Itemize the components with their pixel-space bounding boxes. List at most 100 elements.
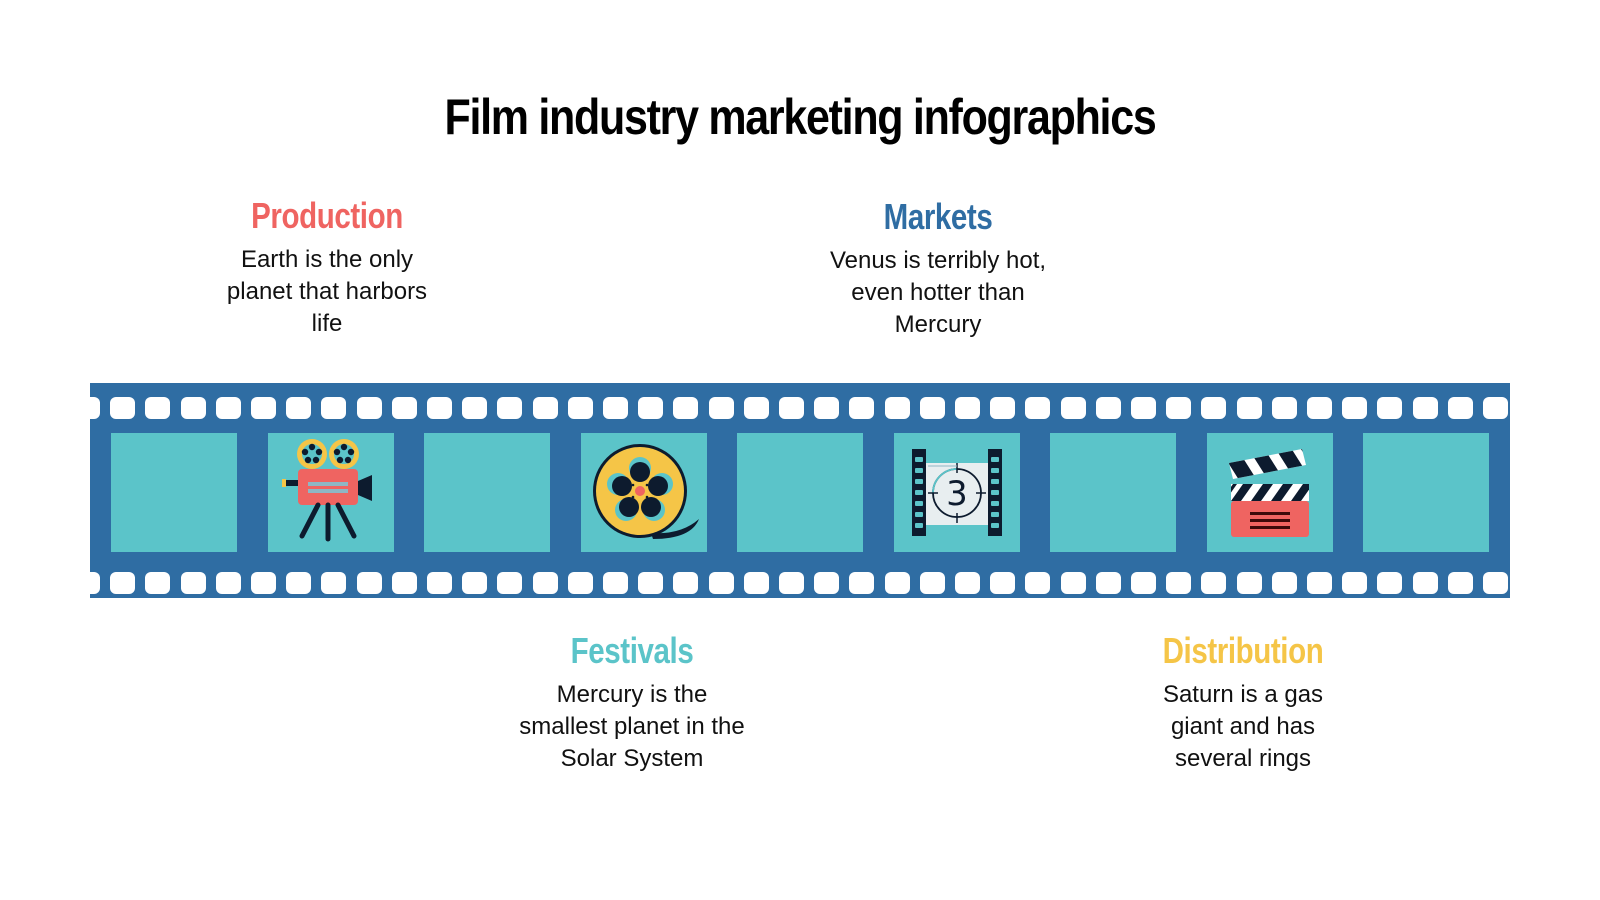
sprocket-hole bbox=[849, 397, 875, 419]
sprocket-hole bbox=[567, 572, 593, 594]
sprocket-hole bbox=[462, 397, 488, 419]
sprocket-hole bbox=[1025, 572, 1051, 594]
sprocket-hole bbox=[1412, 572, 1438, 594]
sprocket-hole bbox=[1271, 397, 1297, 419]
sprocket-hole bbox=[673, 397, 699, 419]
sprocket-hole bbox=[1131, 572, 1156, 594]
distribution-block: Distribution Saturn is a gas giant and h… bbox=[1093, 631, 1393, 775]
film-frame-7 bbox=[1050, 433, 1176, 552]
sprocket-hole bbox=[743, 572, 769, 594]
sprocket-hole bbox=[180, 397, 206, 419]
production-block: Production Earth is the only planet that… bbox=[177, 196, 477, 340]
page-title: Film industry marketing infographics bbox=[444, 89, 1157, 145]
sprocket-hole bbox=[1236, 572, 1262, 594]
sprocket-hole bbox=[110, 397, 136, 419]
film-strip: 3 bbox=[90, 383, 1510, 598]
sprocket-hole bbox=[1201, 397, 1227, 419]
sprocket-hole bbox=[673, 572, 699, 594]
film-sprocket-holes-bottom bbox=[90, 572, 1510, 594]
countdown-number: 3 bbox=[946, 474, 968, 514]
sprocket-hole bbox=[884, 572, 910, 594]
sprocket-hole bbox=[814, 572, 840, 594]
sprocket-hole bbox=[1095, 572, 1121, 594]
sprocket-hole bbox=[955, 572, 980, 594]
sprocket-hole bbox=[321, 572, 347, 594]
sprocket-hole bbox=[215, 397, 241, 419]
festivals-block: Festivals Mercury is the smallest planet… bbox=[482, 631, 782, 775]
film-frame-2 bbox=[268, 433, 394, 552]
film-sprocket-holes-top bbox=[90, 397, 1510, 419]
sprocket-hole bbox=[708, 572, 734, 594]
sprocket-hole bbox=[1483, 397, 1508, 419]
sprocket-hole bbox=[884, 397, 910, 419]
sprocket-hole bbox=[1201, 572, 1227, 594]
sprocket-hole bbox=[1060, 572, 1086, 594]
sprocket-hole bbox=[779, 572, 804, 594]
sprocket-hole bbox=[1131, 397, 1156, 419]
sprocket-hole bbox=[743, 397, 769, 419]
film-frame-9 bbox=[1363, 433, 1489, 552]
sprocket-hole bbox=[1483, 572, 1508, 594]
sprocket-hole bbox=[532, 572, 558, 594]
sprocket-hole bbox=[1307, 572, 1332, 594]
sprocket-hole bbox=[215, 572, 241, 594]
sprocket-hole bbox=[603, 572, 628, 594]
sprocket-hole bbox=[990, 572, 1016, 594]
sprocket-hole bbox=[356, 397, 382, 419]
sprocket-hole bbox=[955, 397, 980, 419]
film-frame-5 bbox=[737, 433, 863, 552]
sprocket-hole bbox=[1271, 572, 1297, 594]
film-frame-8 bbox=[1207, 433, 1333, 552]
sprocket-hole bbox=[145, 572, 171, 594]
sprocket-hole bbox=[90, 397, 100, 419]
sprocket-hole bbox=[286, 572, 312, 594]
sprocket-hole bbox=[1060, 397, 1086, 419]
distribution-heading: Distribution bbox=[1162, 630, 1324, 671]
festivals-heading: Festivals bbox=[570, 630, 694, 671]
production-heading: Production bbox=[251, 195, 403, 236]
sprocket-hole bbox=[497, 397, 523, 419]
sprocket-hole bbox=[1166, 397, 1192, 419]
sprocket-hole bbox=[919, 572, 945, 594]
sprocket-hole bbox=[779, 397, 804, 419]
sprocket-hole bbox=[251, 397, 276, 419]
sprocket-hole bbox=[638, 572, 664, 594]
sprocket-hole bbox=[145, 397, 171, 419]
sprocket-hole bbox=[391, 572, 417, 594]
sprocket-hole bbox=[90, 572, 100, 594]
sprocket-hole bbox=[1377, 572, 1403, 594]
sprocket-hole bbox=[567, 397, 593, 419]
sprocket-hole bbox=[708, 397, 734, 419]
film-frame-3 bbox=[424, 433, 550, 552]
distribution-description: Saturn is a gas giant and has several ri… bbox=[1162, 681, 1324, 772]
film-frame-1 bbox=[111, 433, 237, 552]
sprocket-hole bbox=[427, 397, 452, 419]
sprocket-hole bbox=[427, 572, 452, 594]
sprocket-hole bbox=[1342, 572, 1368, 594]
sprocket-hole bbox=[180, 572, 206, 594]
sprocket-hole bbox=[990, 397, 1016, 419]
film-countdown-icon: 3 bbox=[912, 449, 1002, 536]
markets-block: Markets Venus is terribly hot, even hott… bbox=[788, 197, 1088, 341]
sprocket-hole bbox=[1447, 397, 1473, 419]
sprocket-hole bbox=[814, 397, 840, 419]
sprocket-hole bbox=[1377, 397, 1403, 419]
sprocket-hole bbox=[391, 397, 417, 419]
sprocket-hole bbox=[1412, 397, 1438, 419]
sprocket-hole bbox=[1342, 397, 1368, 419]
sprocket-hole bbox=[1095, 397, 1121, 419]
sprocket-hole bbox=[1166, 572, 1192, 594]
sprocket-hole bbox=[849, 572, 875, 594]
markets-heading: Markets bbox=[883, 196, 993, 237]
festivals-description: Mercury is the smallest planet in the So… bbox=[519, 681, 745, 772]
sprocket-hole bbox=[638, 397, 664, 419]
film-frame-6: 3 bbox=[894, 433, 1020, 552]
sprocket-hole bbox=[356, 572, 382, 594]
film-reel-icon bbox=[593, 444, 699, 539]
sprocket-hole bbox=[497, 572, 523, 594]
film-projector-icon bbox=[282, 439, 372, 542]
sprocket-hole bbox=[532, 397, 558, 419]
sprocket-hole bbox=[603, 397, 628, 419]
sprocket-hole bbox=[286, 397, 312, 419]
clapperboard-icon bbox=[1229, 449, 1309, 537]
